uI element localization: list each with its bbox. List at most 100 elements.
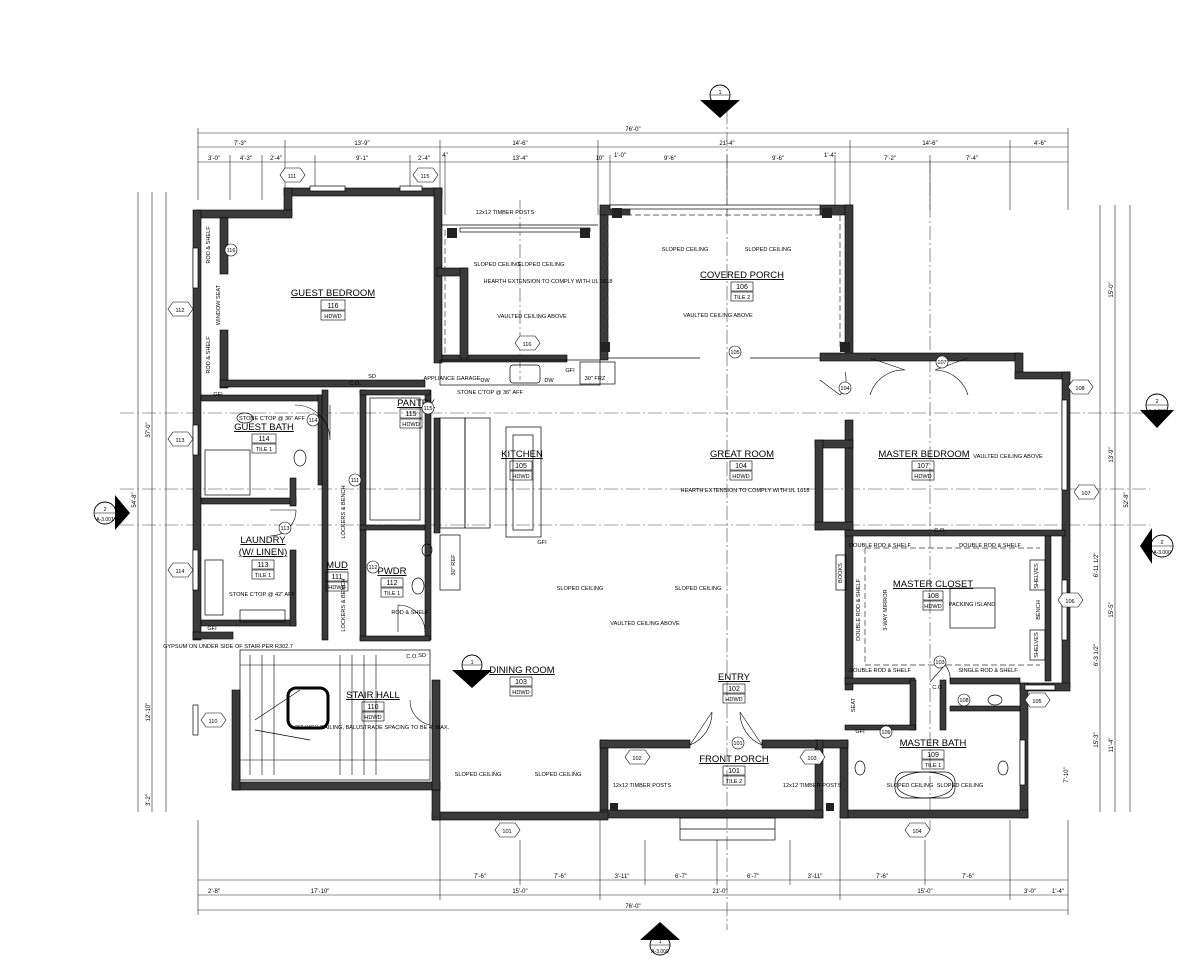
svg-text:7'-6": 7'-6": [962, 874, 974, 880]
svg-text:112: 112: [386, 580, 397, 587]
svg-text:PWDR: PWDR: [377, 566, 406, 577]
svg-text:9'-6": 9'-6": [664, 156, 676, 162]
front-porch-steps: [679, 817, 776, 841]
note-double-rod: DOUBLE ROD & SHELF: [856, 578, 862, 640]
svg-text:7'-10": 7'-10": [1064, 767, 1070, 782]
room-master-bedroom: MASTER BEDROOM 107 HDWD: [878, 449, 970, 481]
svg-text:111: 111: [351, 478, 360, 484]
svg-text:108: 108: [927, 593, 939, 600]
door-tag-115: 115: [421, 401, 435, 415]
room-dining-room: DINING ROOM 103 HDWD: [489, 665, 555, 697]
window-tags: 101 102 103 104 105 106 107 108 110 111 …: [167, 167, 1100, 838]
note-gfi: GFI: [207, 626, 217, 632]
room-kitchen: KITCHEN 105 HDWD: [501, 449, 543, 481]
svg-text:3'-11": 3'-11": [615, 874, 630, 880]
svg-text:108: 108: [1075, 386, 1084, 392]
svg-text:7'-4": 7'-4": [966, 156, 978, 162]
svg-text:FRONT PORCH: FRONT PORCH: [699, 754, 769, 765]
svg-text:15'-0": 15'-0": [512, 889, 527, 895]
svg-text:101: 101: [728, 768, 740, 775]
svg-text:106: 106: [1065, 599, 1074, 605]
dims-bottom: 7'-6" 7'-6" 3'-11" 6'-7" 6'-7" 3'-11" 7'…: [208, 874, 1064, 910]
door-tags: 101 103 104 105 107 108 109 111 112 113 …: [224, 243, 971, 750]
svg-text:113: 113: [257, 562, 268, 569]
svg-text:LAUNDRY: LAUNDRY: [240, 535, 286, 546]
svg-text:TILE 1: TILE 1: [925, 763, 941, 769]
note-hearth: HEARTH EXTENSION TO COMPLY WITH UL 1618: [484, 279, 613, 285]
door-tag-111: 111: [348, 473, 362, 487]
svg-text:MASTER BEDROOM: MASTER BEDROOM: [878, 449, 969, 460]
dim-text: 14'-6": [922, 141, 937, 147]
note-co: C.O.: [932, 685, 944, 691]
windows: [192, 185, 1068, 786]
svg-text:HDWD: HDWD: [328, 585, 345, 591]
door-tag-103: 103: [933, 655, 947, 669]
stair: [239, 649, 431, 781]
note-seat: SEAT: [851, 697, 857, 712]
svg-text:3'-0": 3'-0": [1024, 889, 1036, 895]
note-gfi: GFI: [213, 392, 223, 398]
svg-text:2: 2: [1160, 540, 1163, 546]
note-lockers: LOCKERS & BENCH: [341, 578, 347, 631]
note-sloped-ceiling: SLOPED CEILING: [474, 262, 521, 268]
svg-text:113: 113: [281, 526, 290, 532]
svg-text:3'-0": 3'-0": [208, 156, 220, 162]
note-shelves: SHELVES: [1034, 563, 1040, 589]
section-marker-left: 2 A-3.001: [93, 495, 130, 530]
dim-text: 14'-6": [512, 141, 527, 147]
svg-text:103: 103: [515, 679, 527, 686]
svg-text:HDWD: HDWD: [924, 604, 941, 610]
window-tag-111: 111: [279, 167, 306, 183]
svg-text:COVERED PORCH: COVERED PORCH: [700, 270, 784, 281]
svg-text:115: 115: [405, 411, 416, 418]
svg-text:10": 10": [596, 156, 605, 162]
svg-text:6'-7": 6'-7": [675, 874, 687, 880]
svg-text:116: 116: [523, 342, 532, 348]
window-tag-116: 116: [514, 335, 541, 351]
svg-text:105: 105: [730, 350, 739, 356]
svg-text:7'-2": 7'-2": [884, 156, 896, 162]
svg-text:54'-8": 54'-8": [132, 492, 138, 507]
svg-text:112: 112: [369, 565, 378, 571]
svg-text:15'-0": 15'-0": [917, 889, 932, 895]
door-tag-108: 108: [957, 693, 971, 707]
svg-text:12'-10": 12'-10": [146, 703, 152, 722]
note-sloped-ceiling: SLOPED CEILING: [557, 586, 604, 592]
note-gfi: GFI: [855, 729, 865, 735]
svg-text:108: 108: [959, 698, 968, 704]
room-entry: ENTRY 102 HDWD: [718, 672, 751, 704]
svg-text:110: 110: [209, 719, 218, 725]
svg-text:TILE 1: TILE 1: [255, 573, 271, 579]
svg-text:114: 114: [309, 418, 318, 424]
svg-text:104: 104: [735, 463, 747, 470]
closet-fixtures: [835, 547, 1046, 666]
door-tag-114: 114: [306, 413, 320, 427]
svg-text:111: 111: [332, 574, 343, 581]
svg-text:105: 105: [515, 463, 527, 470]
dims-left: 54'-8" 37'-0" 12'-10" 3'-2": [132, 422, 152, 806]
note-appliance-garage: APPLIANCE GARAGE: [424, 376, 481, 382]
window-tag-105: 105: [1024, 692, 1051, 708]
svg-text:ENTRY: ENTRY: [718, 672, 751, 683]
window-tag-108: 108: [1067, 379, 1094, 395]
svg-text:2'-8": 2'-8": [208, 889, 220, 895]
note-sloped-ceiling: SLOPED CEILING: [518, 262, 565, 268]
svg-text:1'-4": 1'-4": [1052, 889, 1064, 895]
room-labels: GUEST BEDROOM 116 HDWD GUEST BATH 114 TI…: [234, 270, 973, 786]
section-marker-dining: 1 A-4.000: [452, 654, 492, 688]
svg-text:2'-4": 2'-4": [270, 156, 282, 162]
note-rod-shelf: ROD & SHELF: [206, 336, 212, 374]
note-sd: SD: [368, 374, 376, 380]
note-frz: 30" FRZ: [585, 376, 606, 382]
note-sloped-ceiling: SLOPED CEILING: [535, 772, 582, 778]
note-timber-posts: 12x12 TIMBER POSTS: [783, 783, 842, 789]
note-sloped-ceiling: SLOPED CEILING: [937, 783, 984, 789]
svg-text:111: 111: [288, 174, 297, 180]
svg-text:A-3.000: A-3.000: [651, 949, 669, 955]
svg-text:6'-11 1/2": 6'-11 1/2": [1094, 553, 1100, 578]
svg-text:106: 106: [736, 284, 748, 291]
svg-text:113: 113: [176, 438, 185, 444]
door-tag-112: 112: [366, 560, 380, 574]
room-mud: MUD 111 HDWD: [325, 560, 349, 592]
